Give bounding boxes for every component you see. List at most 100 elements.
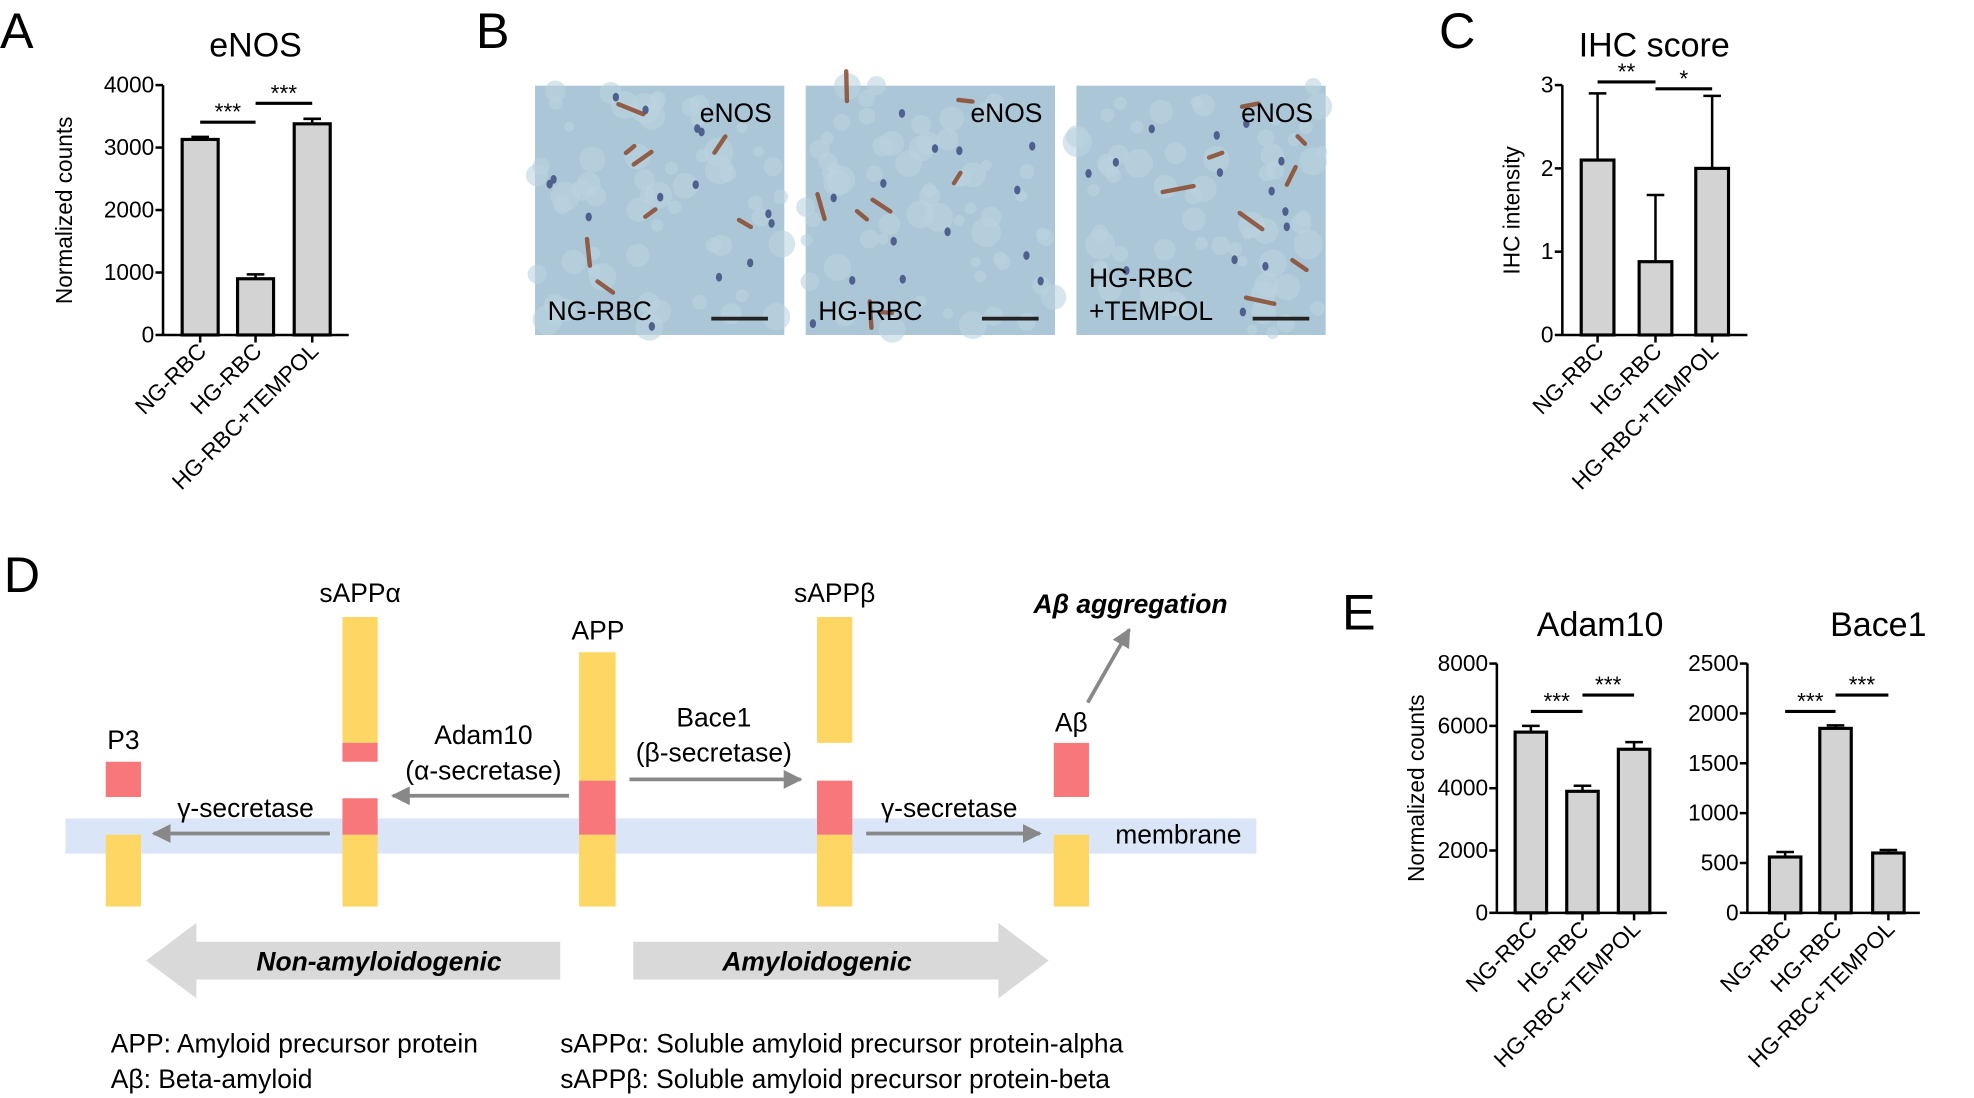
chart-title: eNOS <box>209 27 302 65</box>
y-tick-label: 500 <box>1701 850 1739 876</box>
significance-label: *** <box>1543 688 1570 714</box>
tissue-texture <box>827 161 840 174</box>
significance-label: *** <box>271 80 298 106</box>
stained-vessel <box>951 170 963 186</box>
nucleus <box>715 272 723 282</box>
abeta-label: Aβ <box>1055 708 1088 738</box>
abeta-fragment <box>1053 742 1089 798</box>
y-tick-label: 6000 <box>1438 712 1488 738</box>
stained-vessel <box>854 208 870 222</box>
bar-hg-rbc <box>1637 260 1674 337</box>
stained-vessel <box>1206 150 1225 160</box>
tissue-texture <box>1162 291 1188 317</box>
chart-title: Adam10 <box>1537 606 1664 644</box>
y-tick-label: 0 <box>1475 899 1488 925</box>
nucleus <box>830 193 837 203</box>
nucleus <box>1283 222 1290 232</box>
tissue-texture <box>1093 260 1109 276</box>
tissue-texture <box>984 306 1004 326</box>
tissue-texture <box>1190 95 1204 109</box>
nucleus <box>747 258 754 268</box>
y-axis-label: Normalized counts <box>51 117 77 305</box>
nucleus <box>890 236 897 246</box>
y-axis-label: Normalized counts <box>1403 694 1429 882</box>
tissue-texture <box>1304 77 1322 95</box>
tissue-texture <box>1315 146 1328 158</box>
sappb-membrane-red <box>817 780 853 835</box>
tissue-texture <box>878 316 906 343</box>
y-tick-label: 4000 <box>104 72 154 98</box>
stained-vessel <box>870 197 893 214</box>
stained-vessel <box>1239 101 1261 109</box>
tissue-texture <box>1237 256 1248 267</box>
tissue-texture <box>648 93 666 111</box>
significance-label: * <box>1679 65 1688 91</box>
sappa-fragment <box>342 616 378 743</box>
nucleus <box>698 127 705 137</box>
nucleus <box>1262 261 1269 271</box>
tissue-texture <box>1269 112 1283 126</box>
panel-label-e: E <box>1342 584 1376 641</box>
significance-label: *** <box>215 99 242 125</box>
tissue-texture <box>704 155 734 185</box>
app-c-terminal <box>579 834 616 907</box>
nucleus <box>849 275 856 285</box>
stain-label: eNOS <box>1241 98 1313 128</box>
y-tick-label: 0 <box>1541 322 1554 348</box>
nucleus <box>1231 255 1238 265</box>
stained-vessel <box>712 134 728 155</box>
tissue-texture <box>1096 153 1116 173</box>
stained-vessel <box>1284 164 1298 187</box>
legend-app: APP: Amyloid precursor protein <box>111 1029 478 1059</box>
tissue-texture <box>866 165 883 182</box>
gamma-secretase-right-label: γ-secretase <box>881 793 1018 823</box>
tissue-texture <box>1258 165 1275 182</box>
tissue-texture <box>1035 227 1049 241</box>
stained-vessel <box>1295 134 1308 146</box>
tissue-texture <box>834 303 857 327</box>
tissue-texture <box>993 251 1008 266</box>
tissue-texture <box>553 298 577 322</box>
bace1-label: Bace1 <box>676 703 751 733</box>
tissue-texture <box>690 112 706 127</box>
bar-hg-rbc <box>1565 789 1600 915</box>
tissue-texture <box>939 106 964 131</box>
tissue-texture <box>942 308 954 319</box>
tissue-texture <box>768 230 796 258</box>
tissue-texture <box>1310 301 1326 316</box>
tissue-texture <box>564 121 575 132</box>
y-tick-label: 0 <box>1726 899 1739 925</box>
nucleus <box>612 92 620 102</box>
nucleus <box>944 227 951 237</box>
tissue-texture <box>599 81 622 105</box>
nucleus <box>648 322 655 331</box>
tissue-texture <box>796 197 816 217</box>
alpha-secretase-label: (α-secretase) <box>405 755 561 785</box>
tissue-texture <box>773 189 789 205</box>
tissue-texture <box>576 171 601 196</box>
tissue-texture <box>1305 93 1333 120</box>
tissue-texture <box>763 157 783 177</box>
nucleus <box>1268 186 1275 196</box>
tissue-texture <box>974 270 987 283</box>
tissue-texture <box>908 135 935 162</box>
stain-label: eNOS <box>700 98 772 128</box>
amyloidogenic-label: Amyloidogenic <box>721 947 912 977</box>
p3-fragment <box>105 761 141 798</box>
sappa-label: sAPPα <box>319 578 400 608</box>
sappa-membrane-red <box>342 798 378 835</box>
tissue-texture <box>672 173 699 199</box>
adam10-label: Adam10 <box>434 720 532 750</box>
tissue-texture <box>1062 127 1092 157</box>
tissue-texture <box>1153 174 1177 199</box>
sappa-c-terminal <box>342 834 378 907</box>
stain-label: eNOS <box>970 98 1042 128</box>
nucleus <box>1037 276 1044 286</box>
tissue-texture <box>525 164 548 187</box>
y-axis-label: IHC intensity <box>1499 145 1525 274</box>
